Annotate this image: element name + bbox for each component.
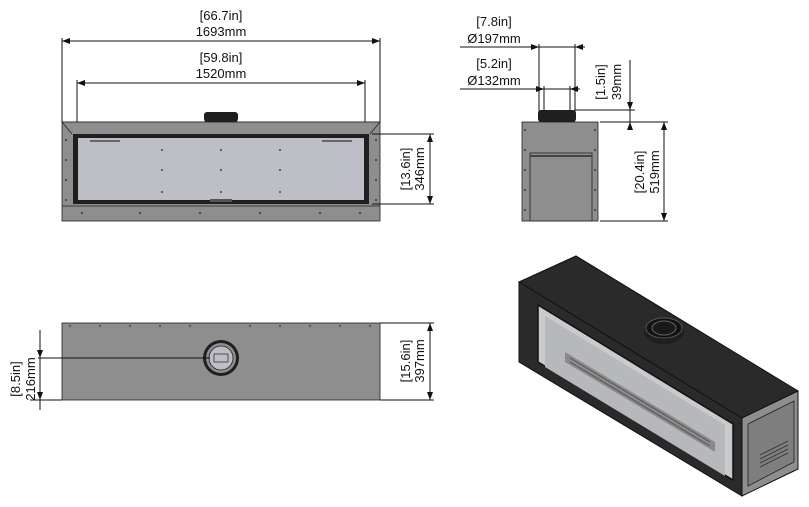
glass-width-mm: 1520mm bbox=[196, 66, 247, 81]
front-view: [66.7in] 1693mm [59.8in] 1520mm bbox=[61, 8, 434, 222]
flue-collar bbox=[204, 112, 238, 122]
collar-height-mm: 39mm bbox=[609, 64, 624, 100]
top-body bbox=[61, 322, 381, 401]
overall-width-in: [66.7in] bbox=[200, 8, 243, 23]
depth-in: [15.6in] bbox=[398, 340, 413, 383]
glass-width-in: [59.8in] bbox=[200, 50, 243, 65]
glass-height-mm: 346mm bbox=[412, 147, 427, 190]
depth-mm: 397mm bbox=[412, 339, 427, 382]
body-height-mm: 519mm bbox=[647, 150, 662, 193]
collar-height-in: [1.5in] bbox=[593, 64, 608, 99]
body-height-in: [20.4in] bbox=[632, 151, 647, 194]
flue-offset-mm: 216mm bbox=[23, 357, 38, 400]
side-vent-panel bbox=[529, 152, 593, 222]
flue-offset-in: [8.5in] bbox=[8, 361, 23, 396]
overall-width-mm: 1693mm bbox=[196, 24, 247, 39]
glass-height-in: [13.6in] bbox=[398, 148, 413, 191]
top-flue-inner bbox=[208, 345, 234, 371]
flue-outer-in: [7.8in] bbox=[476, 14, 511, 29]
top-view: [8.5in] 216mm [15.6in] 397mm bbox=[8, 322, 434, 410]
flue-inner-mm: Ø132mm bbox=[467, 73, 520, 88]
flue-inner-in: [5.2in] bbox=[476, 56, 511, 71]
isometric-view bbox=[517, 255, 800, 497]
side-view: [7.8in] Ø197mm [5.2in] Ø132mm [1.5in] 39… bbox=[460, 14, 668, 222]
flue-outer-mm: Ø197mm bbox=[467, 31, 520, 46]
side-flue-collar bbox=[538, 110, 576, 122]
